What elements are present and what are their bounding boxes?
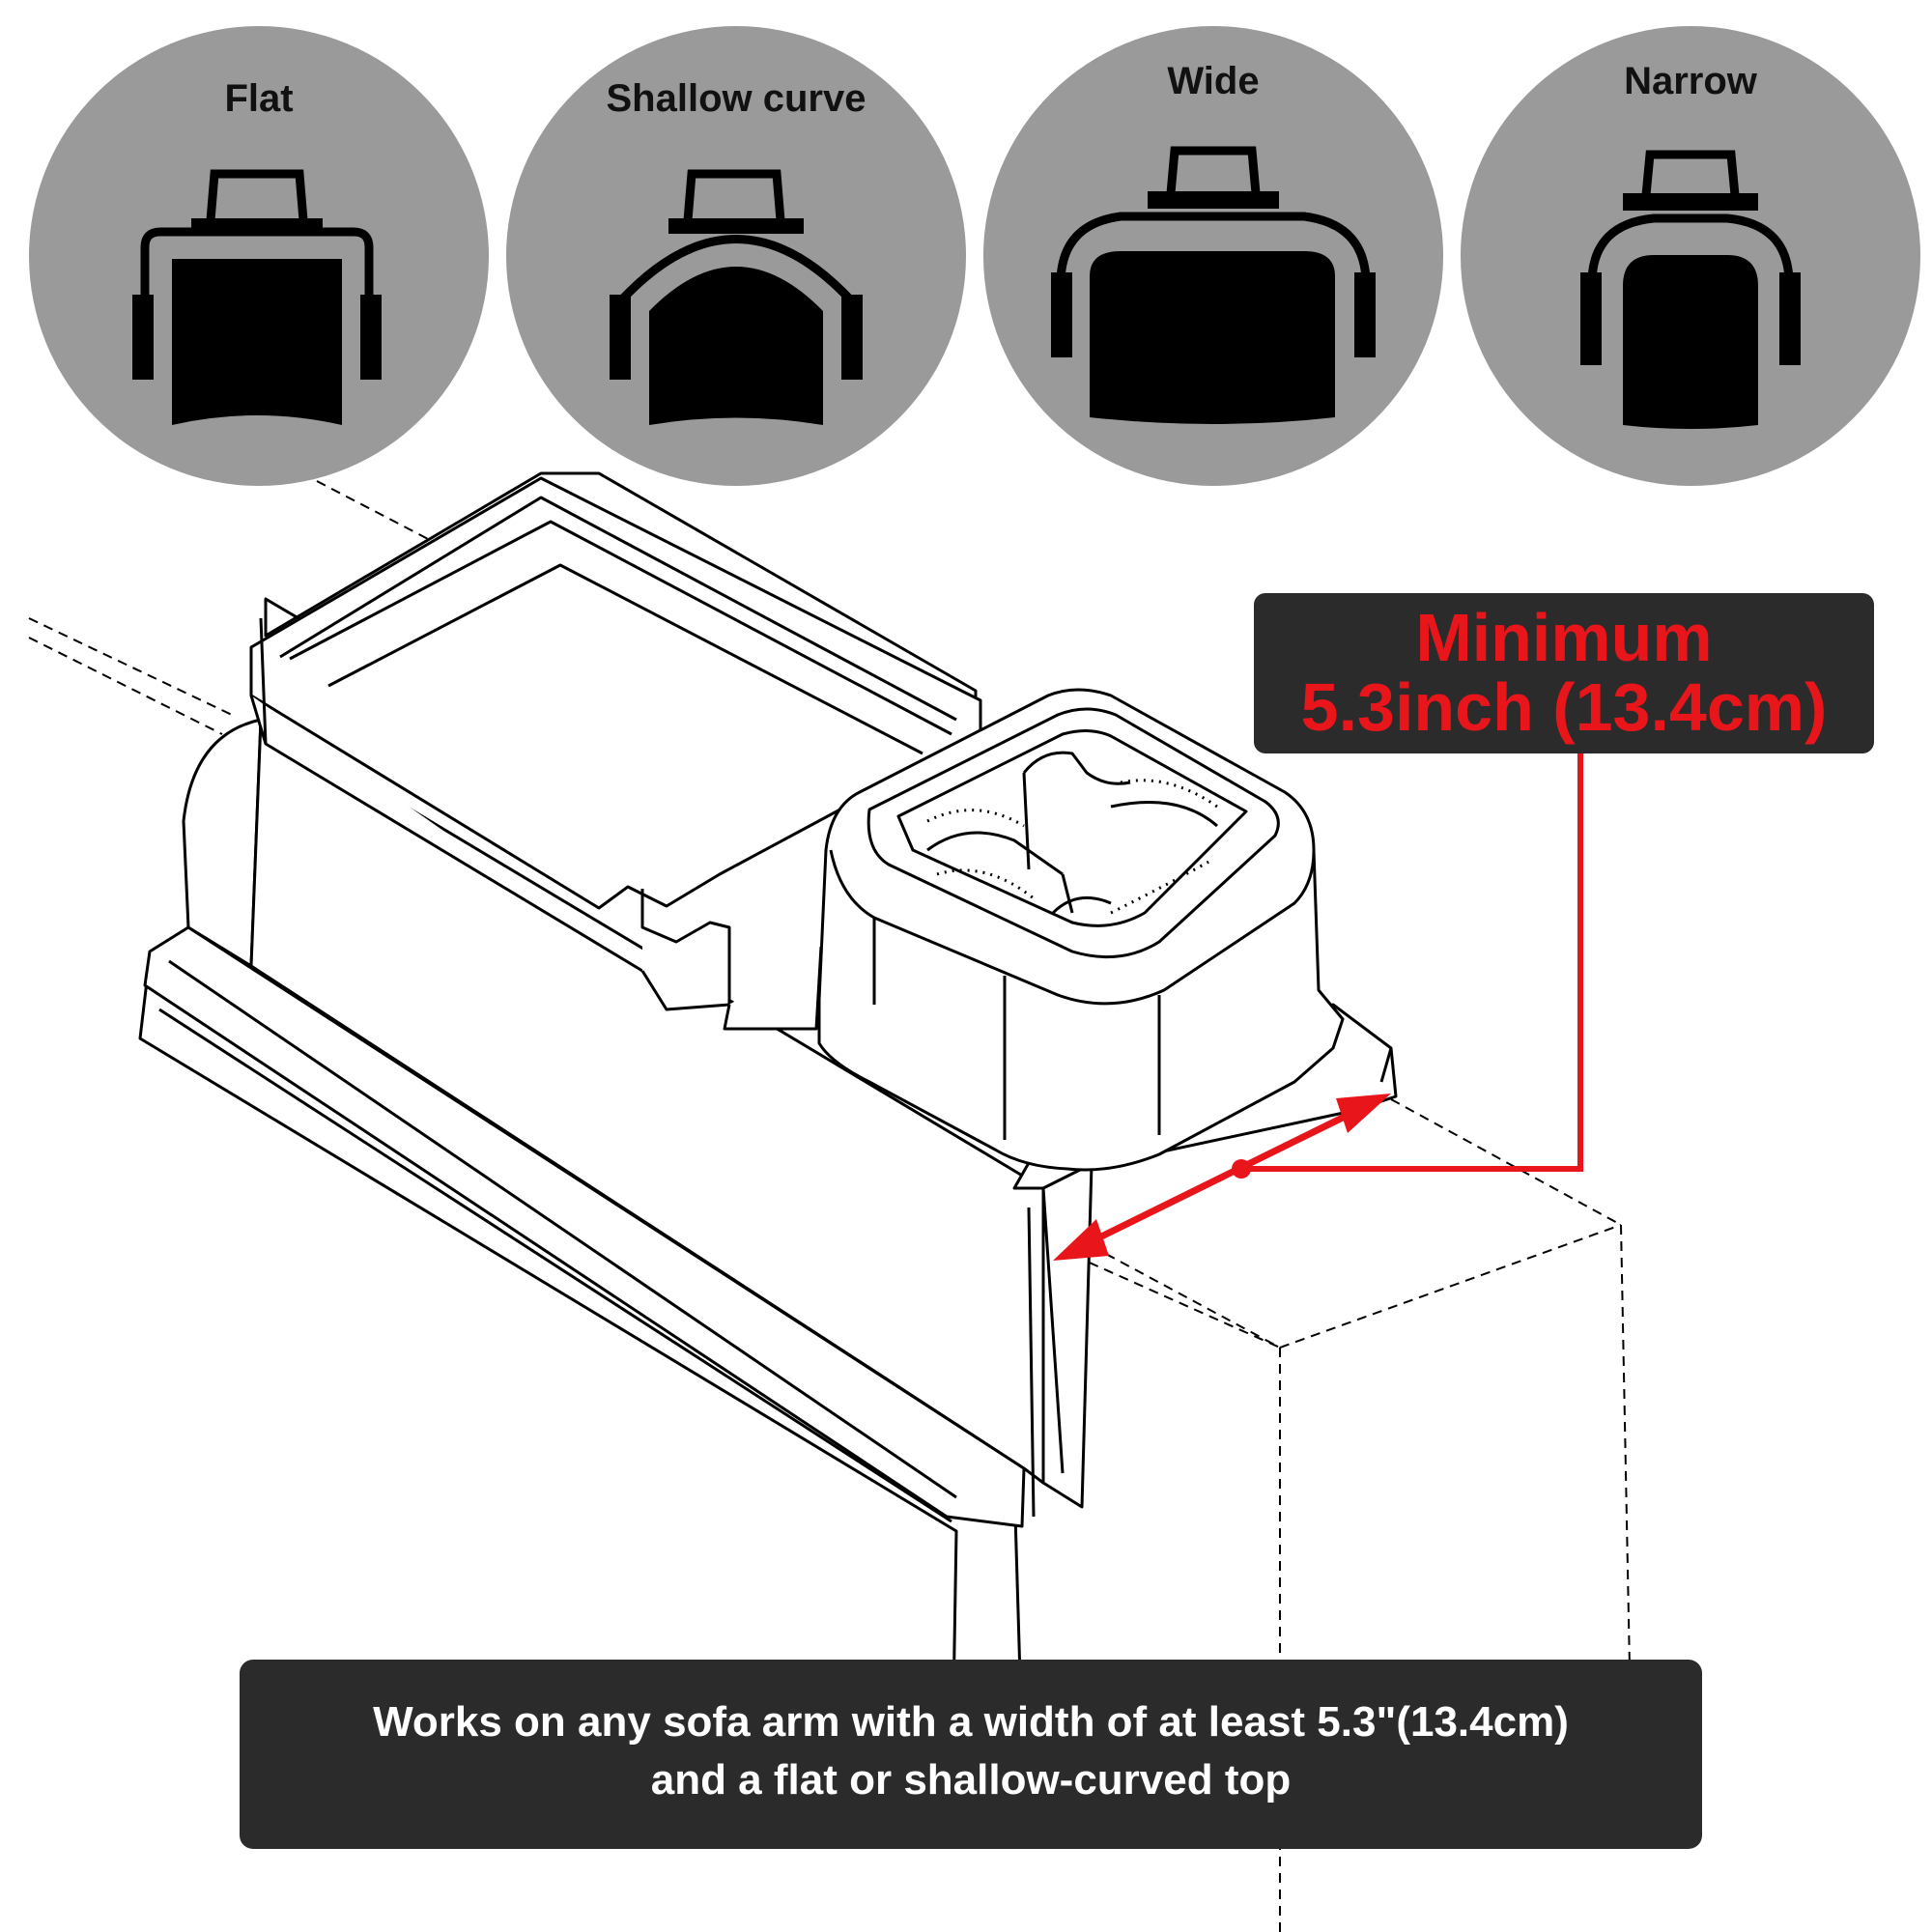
callout-measurement: 5.3inch (13.4cm) [1300,669,1828,745]
caption-line-2: and a flat or shallow-curved top [650,1756,1292,1804]
shallow-curve-profile-icon [610,169,863,425]
flat-profile-icon [132,169,382,425]
callout-title: Minimum [1415,600,1713,675]
wide-profile-icon [1051,146,1376,424]
profile-label-wide: Wide [1167,60,1260,102]
profile-label-flat: Flat [224,77,294,120]
width-dimension-arrow [1053,746,1583,1261]
caption-line-1: Works on any sofa arm with a width of at… [373,1698,1569,1746]
profile-label-shallow-curve: Shallow curve [606,77,867,120]
armrest-organizer [138,471,1398,1820]
profile-label-narrow: Narrow [1624,60,1757,102]
narrow-profile-icon [1580,150,1801,429]
compatibility-caption: Works on any sofa arm with a width of at… [240,1660,1702,1849]
minimum-width-callout: Minimum 5.3inch (13.4cm) [1254,593,1874,753]
